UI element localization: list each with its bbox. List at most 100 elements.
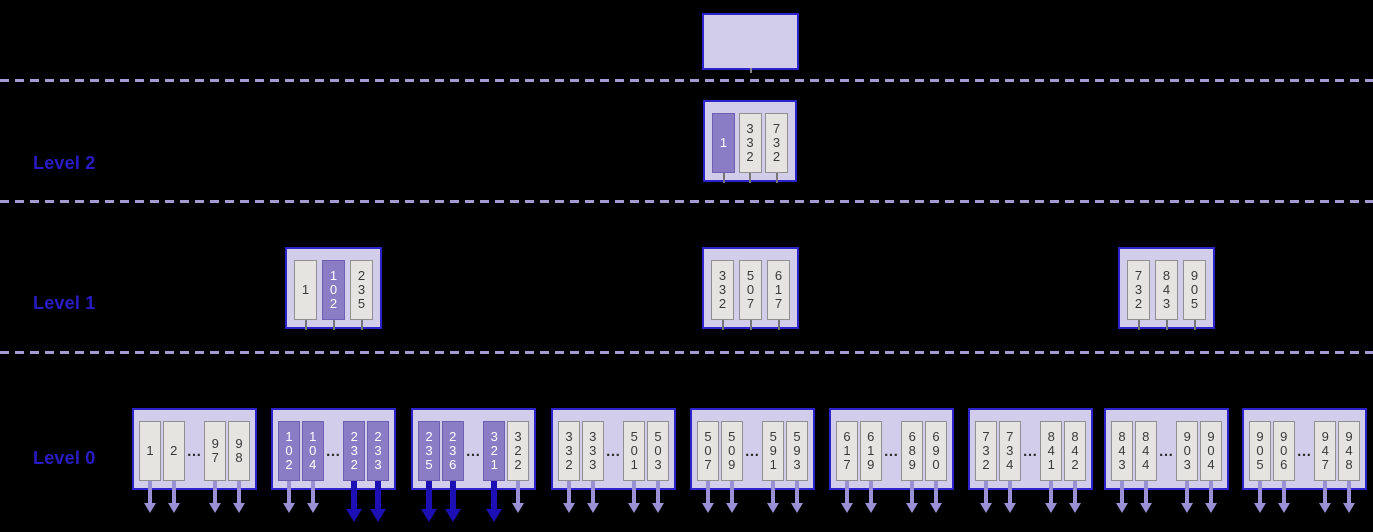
- arrow-head: [421, 509, 437, 522]
- key-cell-highlighted: 1 0 4: [301, 421, 324, 481]
- arrow-head: [1139, 503, 1152, 513]
- ellipsis: …: [1158, 442, 1175, 460]
- key-slot: 5 0 7: [739, 260, 762, 330]
- arrow-head: [1319, 503, 1332, 513]
- key-slot: 6 8 9: [901, 421, 924, 513]
- arrow-shaft: [148, 481, 152, 503]
- key-slot: 9 0 3: [1176, 421, 1199, 513]
- arrow-head: [306, 503, 319, 513]
- arrow-head: [1205, 503, 1217, 513]
- ellipsis: …: [744, 442, 761, 460]
- down-arrow-light: [167, 481, 180, 513]
- key-cell: 6 1 9: [859, 421, 882, 481]
- ellipsis: …: [465, 442, 482, 460]
- key-cell: 9 4 8: [1338, 421, 1360, 481]
- arrow-head: [1116, 503, 1128, 513]
- arrow-shaft: [984, 481, 988, 503]
- arrow-shaft: [375, 481, 381, 509]
- key-slot: 5 0 7: [697, 421, 719, 513]
- down-arrow-light: [144, 481, 156, 513]
- key-cell: 9 8: [228, 421, 250, 481]
- key-slot: 3 3 2: [711, 260, 734, 330]
- arrow-head: [1277, 503, 1290, 513]
- down-arrow-light: [1254, 481, 1266, 513]
- down-arrow-light: [209, 481, 222, 513]
- key-cell: 6 9 0: [925, 421, 947, 481]
- key-slot: 1: [712, 113, 735, 183]
- down-arrow-light: [1181, 481, 1194, 513]
- arrow-shaft: [1007, 481, 1012, 503]
- key-slot: 1 0 2: [278, 421, 300, 513]
- key-slot: 2 3 5: [350, 260, 373, 330]
- key-cell: 9 0 5: [1183, 260, 1206, 320]
- child-pointer-tick: [721, 320, 724, 330]
- arrow-head: [486, 509, 503, 522]
- down-arrow-light: [791, 481, 803, 513]
- key-cell: 2: [162, 421, 185, 481]
- arrow-shaft: [795, 481, 799, 503]
- ellipsis: …: [325, 442, 342, 460]
- key-slot: 9 4 8: [1338, 421, 1360, 513]
- down-arrow-light: [1045, 481, 1058, 513]
- key-slot: 9 0 4: [1200, 421, 1222, 513]
- level-divider-bottom: [0, 351, 1373, 354]
- key-cell-highlighted: 1: [712, 113, 735, 173]
- arrow-head: [233, 503, 245, 513]
- key-cell: 5 0 1: [623, 421, 646, 481]
- key-slot: 6 1 9: [859, 421, 882, 513]
- child-pointer-tick: [332, 320, 335, 330]
- arrow-shaft: [310, 481, 315, 503]
- arrow-shaft: [934, 481, 938, 503]
- key-slot: 9 0 5: [1183, 260, 1206, 330]
- child-pointer-tick: [775, 173, 778, 183]
- arrow-head: [167, 503, 180, 513]
- key-slot: 8 4 1: [1040, 421, 1063, 513]
- down-arrow-light: [1205, 481, 1217, 513]
- child-pointer-tick: [749, 173, 751, 183]
- child-pointer-tick: [1193, 320, 1196, 330]
- ellipsis: …: [1296, 442, 1313, 460]
- key-slot: 9 4 7: [1314, 421, 1337, 513]
- arrow-shaft: [706, 481, 710, 503]
- key-cell: 7 3 2: [1127, 260, 1150, 320]
- down-arrow-dark: [370, 481, 386, 522]
- key-slot: 8 4 3: [1155, 260, 1178, 330]
- key-slot: 3 2 2: [507, 421, 529, 513]
- down-arrow-light: [1069, 481, 1081, 513]
- down-arrow-light: [283, 481, 295, 513]
- key-cell-highlighted: 2 3 6: [441, 421, 464, 481]
- key-slot: 3 2 1: [483, 421, 506, 522]
- child-pointer-tick: [777, 320, 780, 330]
- arrow-head: [1003, 503, 1016, 513]
- key-cell: 7 3 4: [998, 421, 1021, 481]
- key-slot: 3 3 3: [581, 421, 604, 513]
- arrow-head: [563, 503, 575, 513]
- arrow-head: [628, 503, 641, 513]
- arrow-head: [370, 509, 386, 522]
- arrow-shaft: [1258, 481, 1262, 503]
- arrow-head: [767, 503, 780, 513]
- key-slot: 1: [139, 421, 161, 513]
- key-slot: 6 9 0: [925, 421, 947, 513]
- down-arrow-light: [1139, 481, 1152, 513]
- key-cell: 6 8 9: [901, 421, 924, 481]
- arrow-head: [512, 503, 524, 513]
- down-arrow-light: [864, 481, 877, 513]
- child-pointer-tick: [1165, 320, 1168, 330]
- key-slot: 6 1 7: [836, 421, 858, 513]
- key-cell: 7 3 2: [975, 421, 997, 481]
- key-cell: 6 1 7: [767, 260, 790, 320]
- key-slot: 9 8: [228, 421, 250, 513]
- key-cell-highlighted: 1 0 2: [278, 421, 300, 481]
- arrow-head: [1069, 503, 1081, 513]
- arrow-head: [702, 503, 714, 513]
- arrow-shaft: [287, 481, 291, 503]
- level-divider-middle: [0, 200, 1373, 203]
- key-slot: 7 3 2: [975, 421, 997, 513]
- arrow-shaft: [771, 481, 776, 503]
